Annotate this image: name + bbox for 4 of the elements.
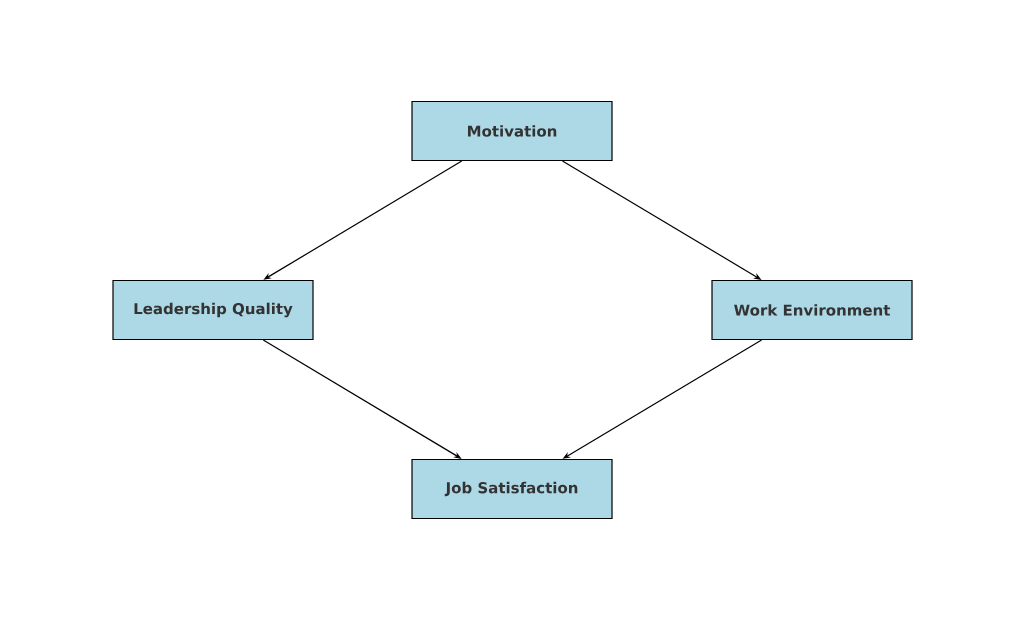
process-box: Motivation [411,100,613,162]
process-box: Job Satisfaction [411,458,613,520]
process-box: Work Environment [711,279,913,341]
process-box: Leadership Quality [112,279,314,341]
